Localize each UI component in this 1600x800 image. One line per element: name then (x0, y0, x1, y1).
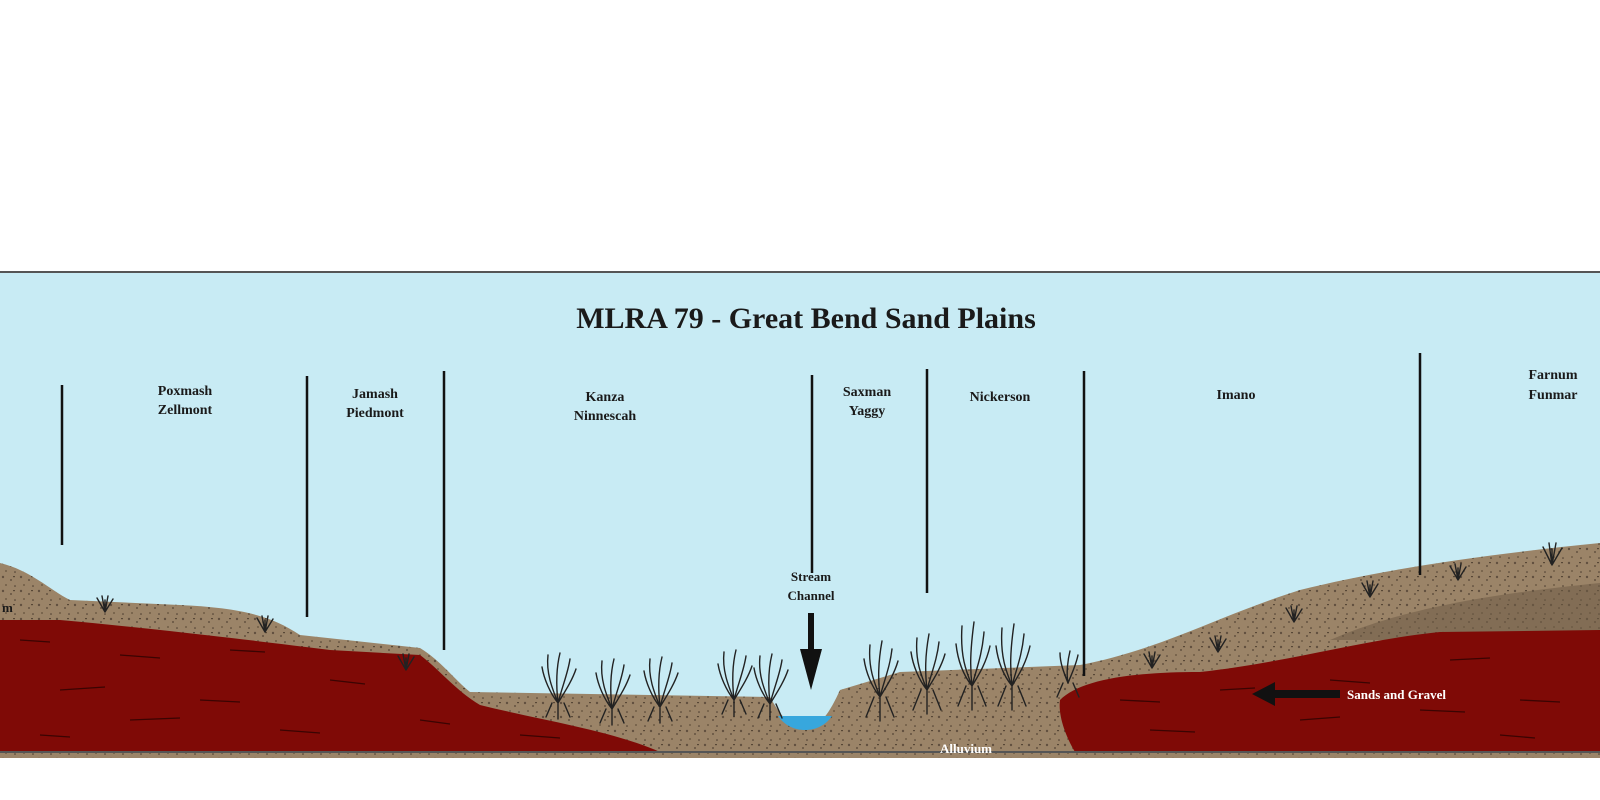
grass-tuft (96, 595, 114, 613)
series-boundaries (60, 353, 1422, 676)
series-label-funmar: Funmar (1529, 388, 1578, 403)
tall-reed (595, 658, 631, 726)
tall-reed (1056, 650, 1080, 698)
tall-reed (910, 633, 946, 715)
tall-reed (995, 623, 1031, 711)
series-label-ninnescah: Ninnescah (574, 409, 636, 424)
lower-soil-layer (1330, 583, 1600, 640)
series-label-piedmont: Piedmont (346, 406, 404, 421)
partial-series-label: m (2, 600, 13, 615)
series-label-imano: Imano (1217, 388, 1256, 403)
stream-arrow (800, 613, 822, 690)
grass-tuft (1209, 635, 1227, 653)
series-label-farnum: Farnum (1529, 368, 1578, 383)
grass-tuft (1361, 580, 1379, 598)
series-label-saxman: Saxman (843, 385, 891, 400)
grass-tuft (1449, 563, 1467, 581)
stream-label-line2: Channel (788, 588, 835, 603)
tall-reed (717, 649, 753, 717)
alluvium-label: Alluvium (940, 741, 992, 756)
stream-water (778, 716, 832, 730)
tall-reed (541, 652, 577, 720)
grass-tuft (1285, 605, 1303, 623)
vegetation (96, 542, 1563, 726)
tall-reed (955, 621, 991, 711)
series-label-kanza: Kanza (586, 390, 625, 405)
tall-reed (863, 640, 899, 722)
grass-tuft (397, 653, 415, 671)
tall-reed (643, 656, 679, 724)
series-label-nickerson: Nickerson (970, 390, 1031, 405)
grass-tuft (1542, 542, 1563, 566)
bedrock-strata (19, 639, 1561, 739)
tall-reed (753, 653, 789, 721)
grass-tuft (256, 615, 274, 633)
sands-gravel-arrow (1252, 682, 1340, 706)
series-label-poxmash: Poxmash (158, 384, 213, 399)
sands-gravel-label: Sands and Gravel (1347, 687, 1446, 702)
diagram-title: MLRA 79 - Great Bend Sand Plains (576, 302, 1036, 335)
series-label-jamash: Jamash (352, 387, 398, 402)
series-label-yaggy: Yaggy (849, 404, 886, 419)
series-label-zellmont: Zellmont (158, 403, 213, 418)
grass-tuft (1143, 651, 1161, 669)
stream-label-line1: Stream (791, 569, 831, 584)
